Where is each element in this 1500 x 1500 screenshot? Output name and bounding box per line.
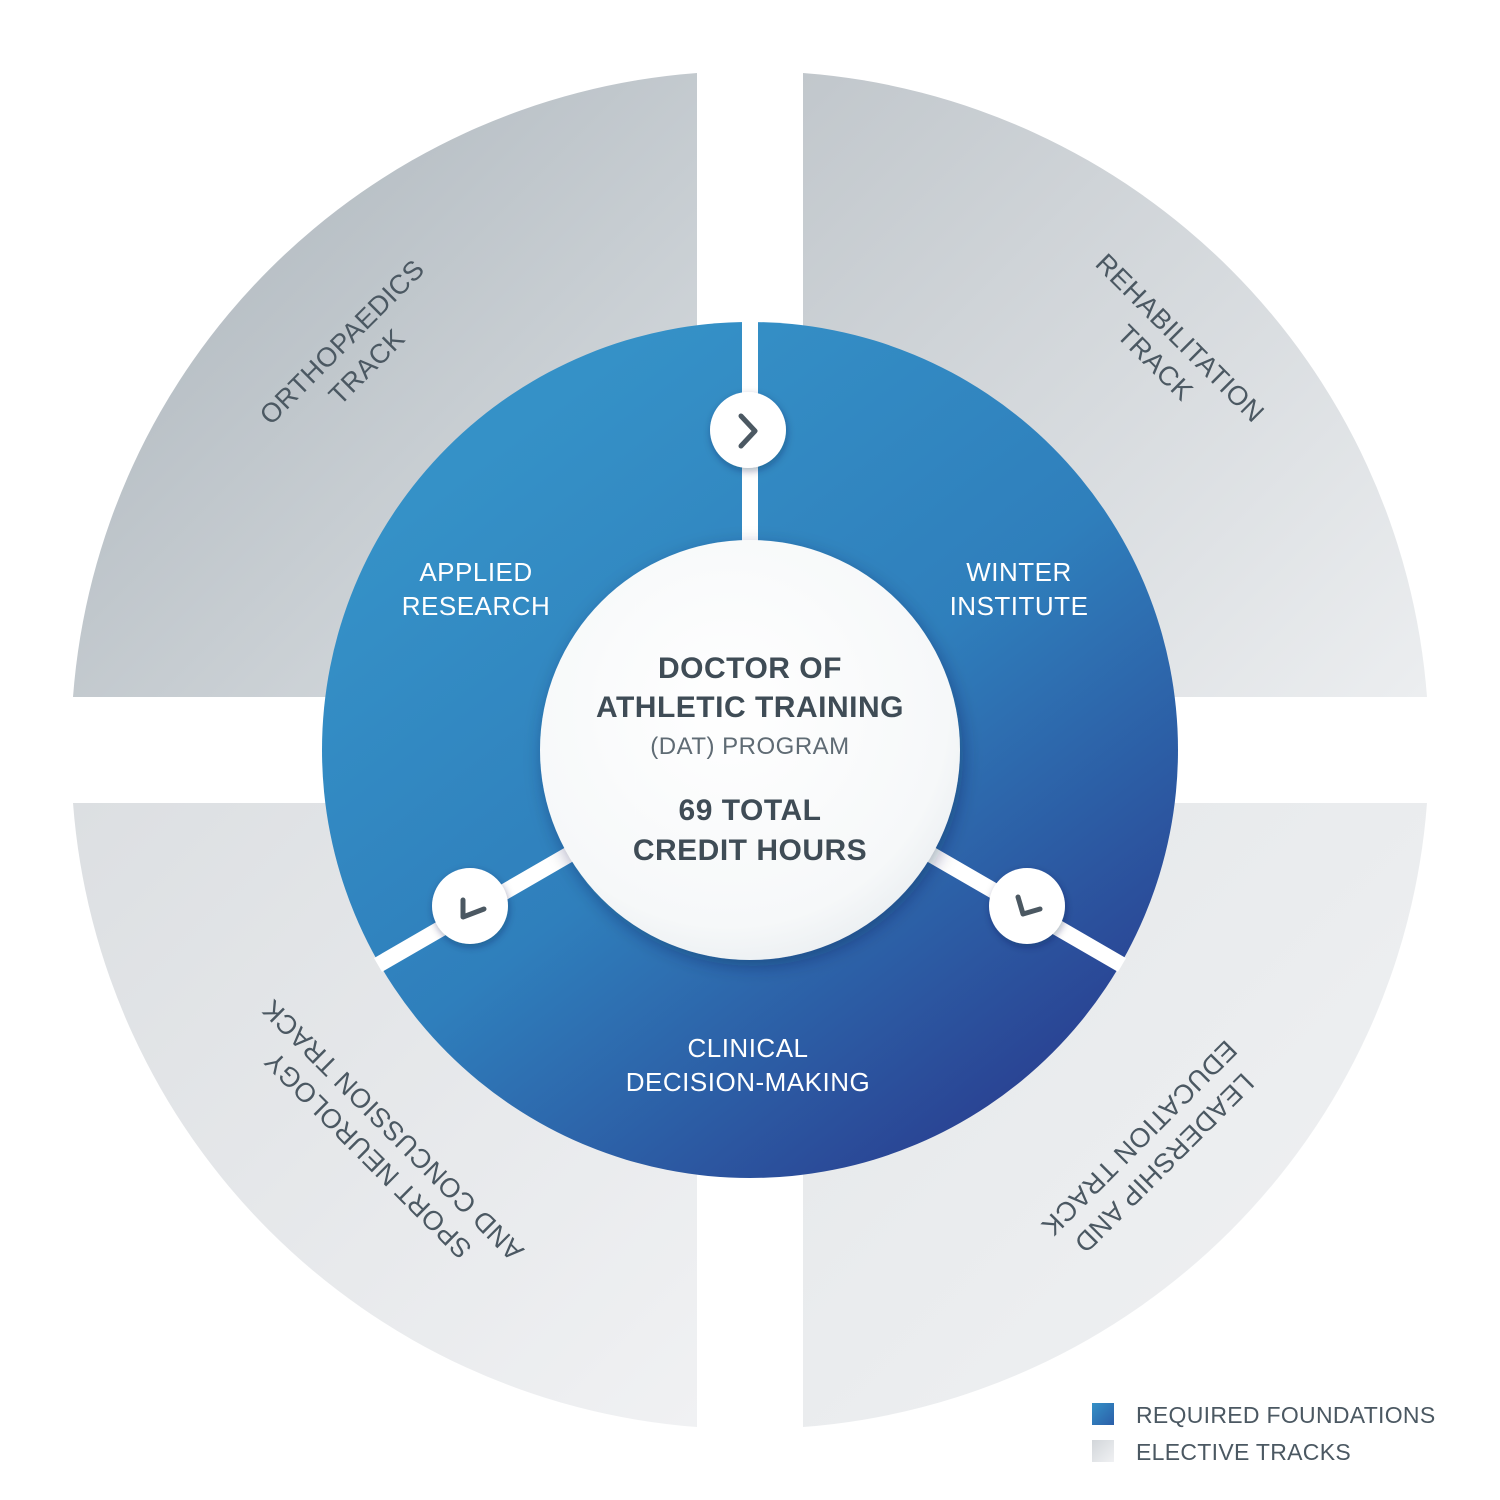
chevron-right-icon bbox=[738, 413, 758, 449]
legend-label-elective: ELECTIVE TRACKS bbox=[1136, 1439, 1351, 1465]
foundation-clinical-decision-line1: CLINICAL bbox=[687, 1033, 808, 1063]
credit-hours-line2: CREDIT HOURS bbox=[633, 834, 867, 867]
center-title-line2: ATHLETIC TRAINING bbox=[596, 691, 904, 724]
chevron-badge-bottom-left bbox=[432, 868, 508, 944]
center-title-line3: (DAT) PROGRAM bbox=[650, 733, 849, 760]
chevron-down-left-icon bbox=[460, 897, 487, 920]
center-circle bbox=[540, 540, 960, 960]
foundation-applied-research-line2: RESEARCH bbox=[402, 591, 550, 621]
foundation-winter-institute-line1: WINTER bbox=[966, 557, 1072, 587]
legend-swatch-required bbox=[1092, 1403, 1114, 1425]
legend-label-required: REQUIRED FOUNDATIONS bbox=[1136, 1402, 1435, 1428]
credit-hours-line1: 69 TOTAL bbox=[679, 794, 822, 827]
foundation-winter-institute-line2: INSTITUTE bbox=[950, 591, 1089, 621]
chevron-down-right-icon bbox=[1015, 894, 1043, 917]
foundation-applied-research-line1: APPLIED bbox=[419, 557, 532, 587]
chevron-badge-bottom-right bbox=[989, 868, 1065, 944]
legend-swatch-elective bbox=[1092, 1440, 1114, 1462]
chevron-badge-top bbox=[710, 392, 786, 468]
foundation-clinical-decision-line2: DECISION-MAKING bbox=[626, 1067, 870, 1097]
center-title-line1: DOCTOR OF bbox=[658, 652, 842, 685]
legend: REQUIRED FOUNDATIONS ELECTIVE TRACKS bbox=[1092, 1402, 1435, 1465]
